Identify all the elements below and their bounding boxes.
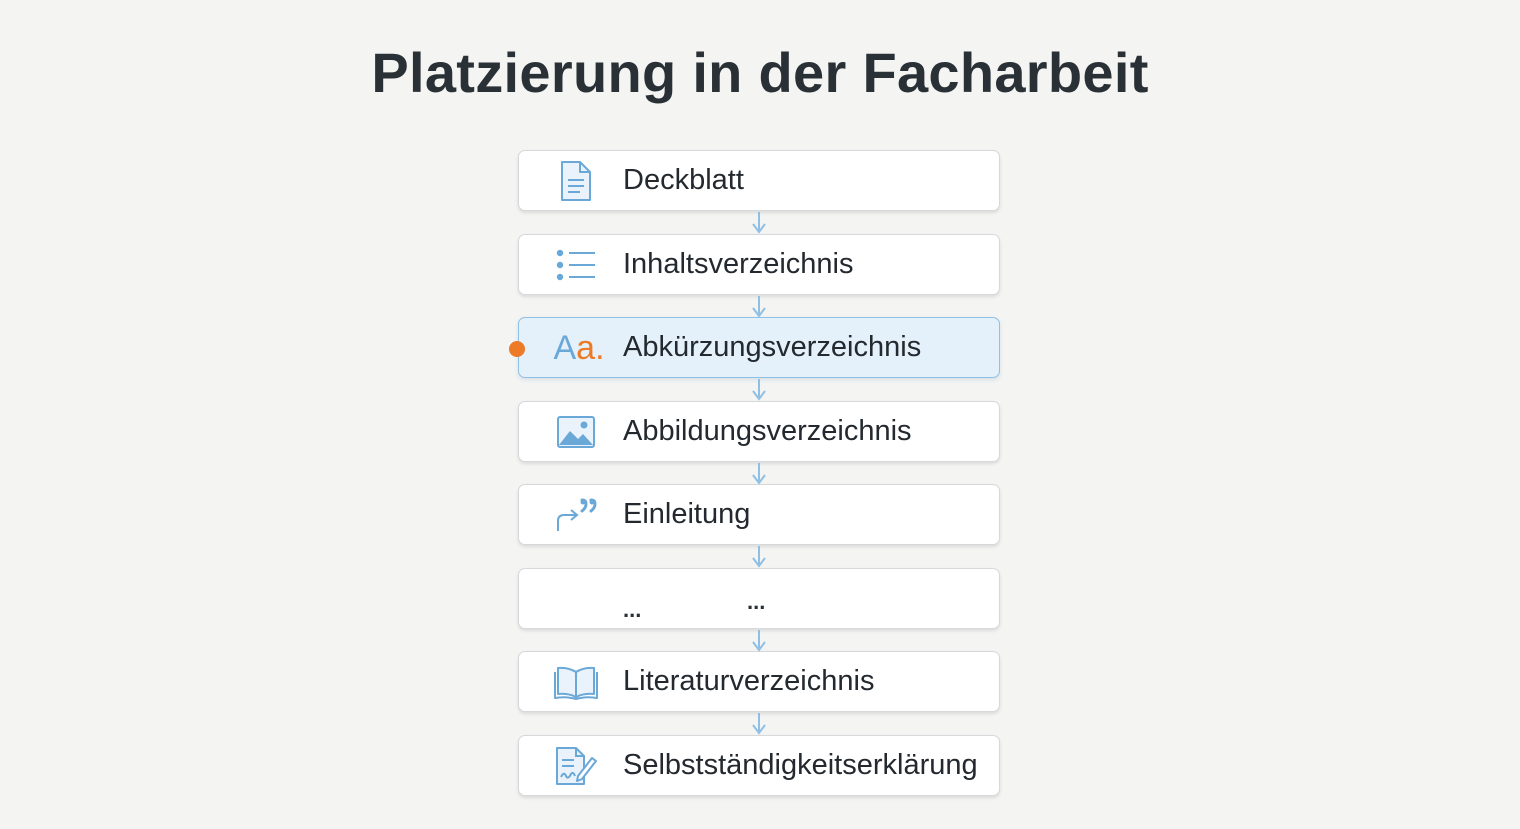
- quote-arrow-icon: [553, 494, 599, 536]
- current-position-marker: [509, 341, 525, 357]
- step-inhaltsverzeichnis: Inhaltsverzeichnis: [518, 234, 1000, 295]
- step-literaturverzeichnis: Literaturverzeichnis: [518, 651, 1000, 712]
- step-label: Deckblatt: [623, 164, 744, 196]
- open-book-icon: [553, 661, 599, 703]
- step-deckblatt: Deckblatt: [518, 150, 1000, 211]
- step-label: Inhaltsverzeichnis: [623, 248, 854, 280]
- document-icon: [553, 160, 599, 202]
- arrow-down-icon: [752, 546, 766, 568]
- arrow-down-icon: [752, 296, 766, 318]
- ellipsis-text-secondary: ...: [747, 589, 766, 614]
- abbreviation-icon-lower: a.: [576, 328, 605, 367]
- arrow-down-icon: [752, 212, 766, 234]
- step-label: Literaturverzeichnis: [623, 665, 875, 697]
- abbreviation-icon: Aa.: [551, 327, 607, 369]
- signed-document-icon: [553, 745, 599, 787]
- abbreviation-icon-upper: A: [553, 328, 577, 367]
- ellipsis-text: ...: [623, 597, 642, 622]
- step-abkuerzungsverzeichnis: Aa. Abkürzungsverzeichnis: [518, 317, 1000, 378]
- list-icon: [553, 244, 599, 286]
- step-abbildungsverzeichnis: Abbildungsverzeichnis: [518, 401, 1000, 462]
- step-einleitung: Einleitung: [518, 484, 1000, 545]
- arrow-down-icon: [752, 713, 766, 735]
- step-label: Selbstständigkeitserklärung: [623, 749, 978, 781]
- step-label: Abbildungsverzeichnis: [623, 415, 912, 447]
- arrow-down-icon: [752, 630, 766, 652]
- step-label: Abkürzungsverzeichnis: [623, 331, 922, 363]
- step-selbststaendigkeitserklaerung: Selbstständigkeitserklärung: [518, 735, 1000, 796]
- step-ellipsis: ... ...: [518, 568, 1000, 629]
- page-title: Platzierung in der Facharbeit: [371, 41, 1149, 104]
- image-icon: [553, 411, 599, 453]
- arrow-down-icon: [752, 379, 766, 401]
- arrow-down-icon: [752, 463, 766, 485]
- step-label: Einleitung: [623, 498, 751, 530]
